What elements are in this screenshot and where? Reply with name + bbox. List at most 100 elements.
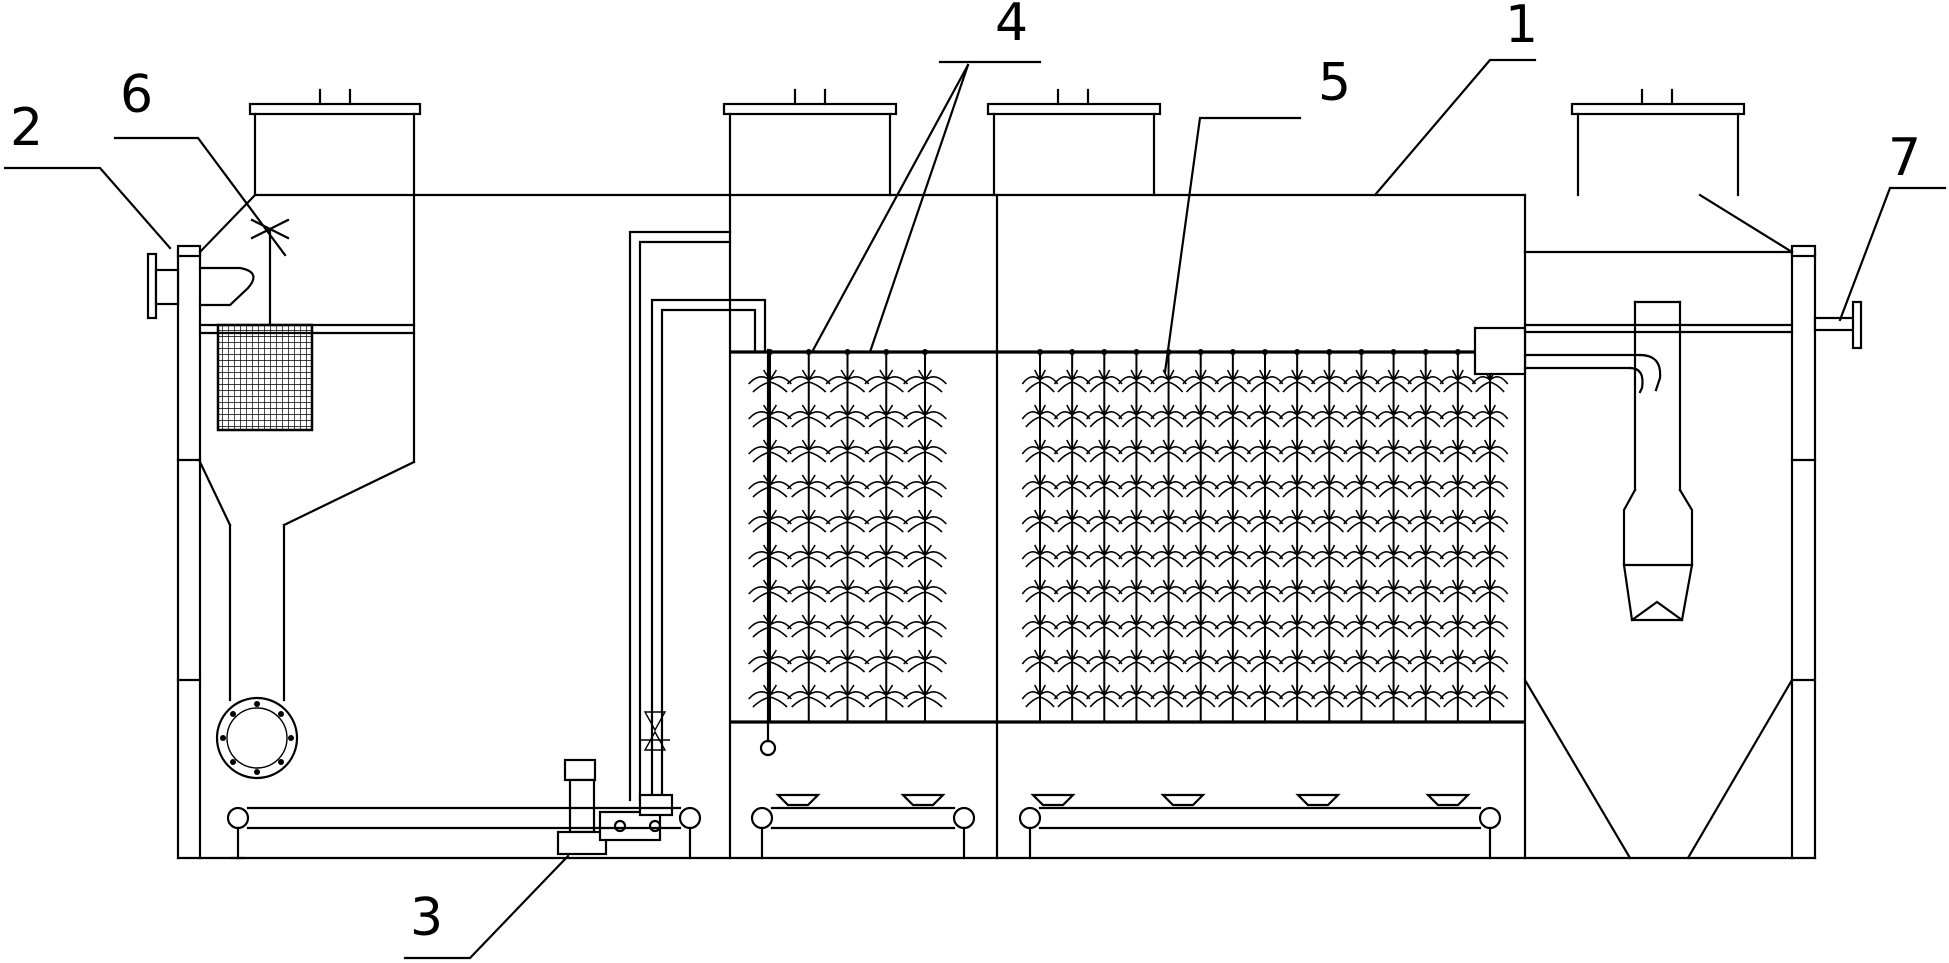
- media-leaf-tuft: [1375, 684, 1412, 708]
- media-leaf-tuft: [1246, 369, 1284, 393]
- media-leaf-tuft: [1375, 579, 1412, 603]
- media-leaf-tuft: [1150, 474, 1187, 498]
- media-leaf-tuft: [903, 579, 947, 603]
- media-leaf-tuft: [1375, 614, 1412, 638]
- media-leaf-tuft: [1053, 439, 1091, 463]
- media-leaf-tuft: [1246, 684, 1284, 708]
- media-leaf-tuft: [1407, 649, 1445, 673]
- media-cord-knot: [805, 349, 812, 355]
- media-leaf-tuft: [825, 649, 870, 673]
- media-leaf-tuft: [825, 369, 870, 393]
- media-leaf-tuft: [1343, 404, 1380, 428]
- media-leaf-tuft: [1407, 684, 1445, 708]
- media-leaf-tuft: [1118, 474, 1155, 498]
- media-cord-knot: [1390, 349, 1397, 355]
- media-leaf-tuft: [1471, 579, 1509, 603]
- media-leaf-tuft: [1182, 544, 1220, 568]
- media-leaf-tuft: [1021, 474, 1059, 498]
- media-cord-knot: [1197, 349, 1204, 355]
- media-leaf-tuft: [1150, 439, 1187, 463]
- media-leaf-tuft: [1278, 404, 1316, 428]
- media-leaf-tuft: [903, 614, 947, 638]
- media-leaf-tuft: [786, 544, 831, 568]
- biofilm-media-right: [1021, 349, 1509, 722]
- media-leaf-tuft: [1439, 579, 1477, 603]
- callout-7: 7: [1888, 128, 1921, 188]
- manhole-cover-2: [722, 88, 898, 197]
- media-leaf-tuft: [825, 614, 870, 638]
- callout-1: 1: [1505, 0, 1538, 55]
- media-leaf-tuft: [1021, 404, 1059, 428]
- media-leaf-tuft: [1246, 404, 1284, 428]
- media-leaf-tuft: [1118, 404, 1155, 428]
- media-leaf-tuft: [1246, 614, 1284, 638]
- media-leaf-tuft: [1150, 404, 1187, 428]
- media-leaf-tuft: [1439, 649, 1477, 673]
- media-leaf-tuft: [1021, 684, 1059, 708]
- media-leaf-tuft: [1310, 474, 1348, 498]
- diffusers: [775, 793, 1471, 807]
- media-cord-knot: [1101, 349, 1108, 355]
- media-leaf-tuft: [1214, 509, 1252, 533]
- media-leaf-tuft: [1150, 509, 1187, 533]
- media-leaf-tuft: [1182, 474, 1220, 498]
- media-leaf-tuft: [786, 509, 831, 533]
- media-leaf-tuft: [1439, 509, 1477, 533]
- inlet-chamber: [198, 193, 416, 780]
- media-leaf-tuft: [1021, 649, 1059, 673]
- media-leaf-tuft: [864, 544, 909, 568]
- media-leaf-tuft: [1182, 614, 1220, 638]
- media-leaf-tuft: [864, 509, 909, 533]
- biofilm-media-left: [748, 349, 947, 722]
- media-leaf-tuft: [1375, 649, 1412, 673]
- media-leaf-tuft: [748, 614, 792, 638]
- media-leaf-tuft: [1118, 544, 1155, 568]
- media-leaf-tuft: [1407, 404, 1445, 428]
- media-leaf-tuft: [1150, 369, 1187, 393]
- media-cord-knot: [922, 349, 928, 355]
- media-cord-knot: [1262, 349, 1268, 355]
- media-leaf-tuft: [1439, 684, 1477, 708]
- lift-pipe: [628, 230, 777, 802]
- media-leaf-tuft: [1246, 474, 1284, 498]
- media-leaf-tuft: [1118, 439, 1155, 463]
- tank-body: [176, 193, 1817, 860]
- media-leaf-tuft: [1085, 404, 1123, 428]
- media-leaf-tuft: [1278, 684, 1316, 708]
- media-leaf-tuft: [1439, 369, 1477, 393]
- media-cord-knot: [1358, 349, 1365, 355]
- media-leaf-tuft: [1471, 509, 1509, 533]
- media-leaf-tuft: [1118, 649, 1155, 673]
- media-leaf-tuft: [786, 579, 831, 603]
- callout-2: 2: [10, 98, 43, 158]
- media-leaf-tuft: [1343, 684, 1380, 708]
- media-leaf-tuft: [1085, 614, 1123, 638]
- media-leaf-tuft: [864, 474, 909, 498]
- media-leaf-tuft: [1471, 649, 1509, 673]
- media-leaf-tuft: [1310, 649, 1348, 673]
- media-leaf-tuft: [1053, 649, 1091, 673]
- media-leaf-tuft: [1439, 439, 1477, 463]
- media-leaf-tuft: [1471, 369, 1509, 393]
- media-leaf-tuft: [1118, 684, 1155, 708]
- media-leaf-tuft: [903, 439, 947, 463]
- media-leaf-tuft: [1182, 369, 1220, 393]
- media-leaf-tuft: [1310, 544, 1348, 568]
- media-cord-knot: [1454, 349, 1461, 355]
- media-cord-knot: [1069, 349, 1076, 355]
- media-leaf-tuft: [1053, 474, 1091, 498]
- media-leaf-tuft: [1085, 509, 1123, 533]
- media-leaf-tuft: [1246, 649, 1284, 673]
- media-leaf-tuft: [1407, 474, 1445, 498]
- media-leaf-tuft: [1053, 544, 1091, 568]
- media-leaf-tuft: [748, 544, 792, 568]
- callout-3: 3: [410, 888, 443, 948]
- aeration-pipe-left: [226, 806, 702, 860]
- media-leaf-tuft: [1310, 579, 1348, 603]
- media-leaf-tuft: [1310, 614, 1348, 638]
- media-leaf-tuft: [1021, 509, 1059, 533]
- media-leaf-tuft: [1214, 369, 1252, 393]
- media-leaf-tuft: [1278, 474, 1316, 498]
- media-leaf-tuft: [1182, 404, 1220, 428]
- media-leaf-tuft: [903, 649, 947, 673]
